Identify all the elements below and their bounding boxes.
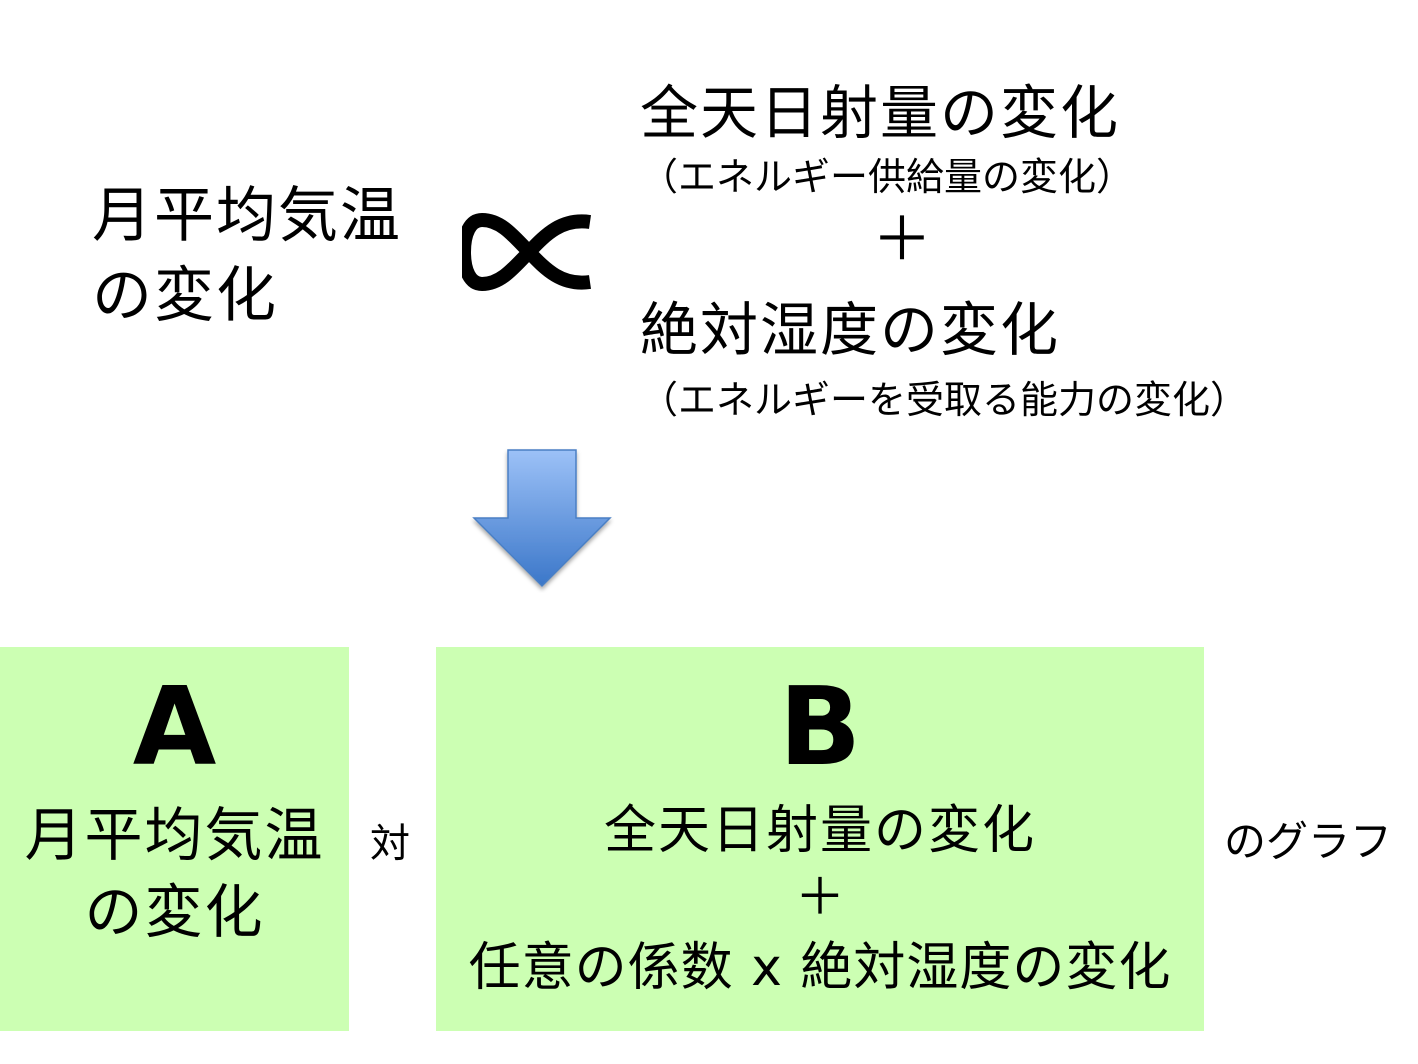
box-a-line-1: 月平均気温 — [24, 801, 325, 869]
box-a — [0, 647, 349, 1031]
box-b-line-3: 任意の係数 x 絶対湿度の変化 — [468, 938, 1172, 998]
box-b-letter: B — [778, 665, 862, 790]
box-b-plus-sign: ＋ — [795, 868, 845, 926]
box-a-letter: A — [132, 665, 217, 790]
lhs-temperature-change: 月平均気温 の変化 — [92, 176, 402, 336]
lhs-line-2: の変化 — [92, 261, 278, 331]
box-b-line-1: 全天日射量の変化 — [603, 801, 1036, 861]
versus-label: 対 — [370, 821, 410, 867]
lhs-line-1: 月平均気温 — [92, 181, 402, 251]
rhs-term-solar-radiation: 全天日射量の変化 — [640, 79, 1121, 147]
down-arrow-icon — [472, 449, 612, 588]
box-a-line-2: の変化 — [84, 878, 265, 946]
graph-label: のグラフ — [1224, 817, 1393, 866]
rhs-term-absolute-humidity: 絶対湿度の変化 — [640, 296, 1061, 364]
rhs-term-solar-radiation-note: （エネルギー供給量の変化） — [640, 155, 1135, 199]
rhs-term-absolute-humidity-note: （エネルギーを受取る能力の変化） — [640, 378, 1249, 422]
formula-plus-sign: ＋ — [872, 205, 932, 275]
proportional-to-icon — [462, 212, 591, 292]
box-b — [436, 647, 1204, 1031]
